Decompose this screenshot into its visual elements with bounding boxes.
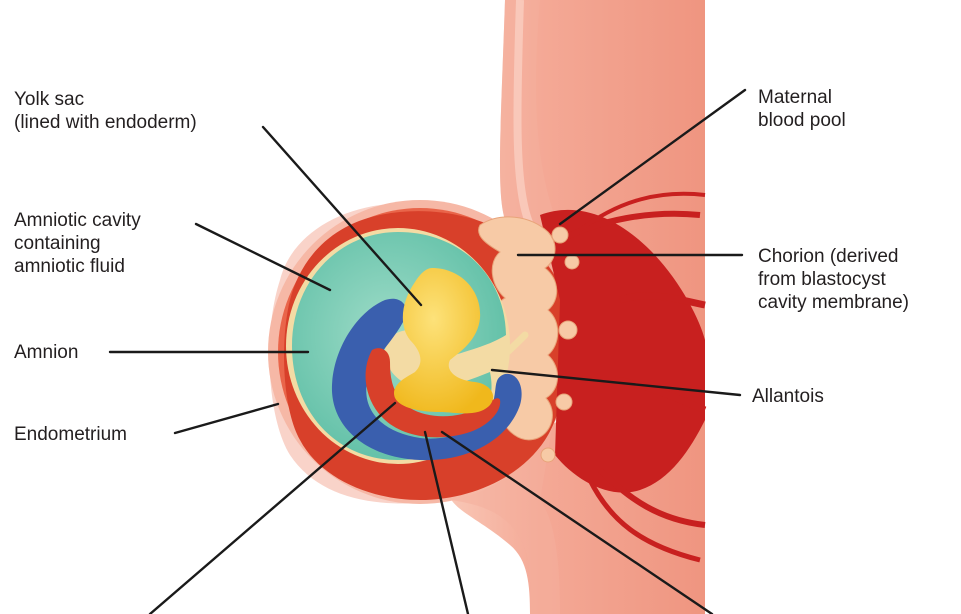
label-yolk-sac: Yolk sac (lined with endoderm) [14, 88, 197, 134]
label-amnion: Amnion [14, 341, 78, 364]
label-maternal-blood-pool: Maternal blood pool [758, 86, 846, 132]
label-amniotic-cavity: Amniotic cavity containing amniotic flui… [14, 209, 141, 278]
leader-bottom-left [150, 403, 395, 614]
leader-endometrium [175, 404, 278, 433]
label-endometrium: Endometrium [14, 423, 127, 446]
label-allantois: Allantois [752, 385, 824, 408]
label-chorion: Chorion (derived from blastocyst cavity … [758, 245, 909, 314]
